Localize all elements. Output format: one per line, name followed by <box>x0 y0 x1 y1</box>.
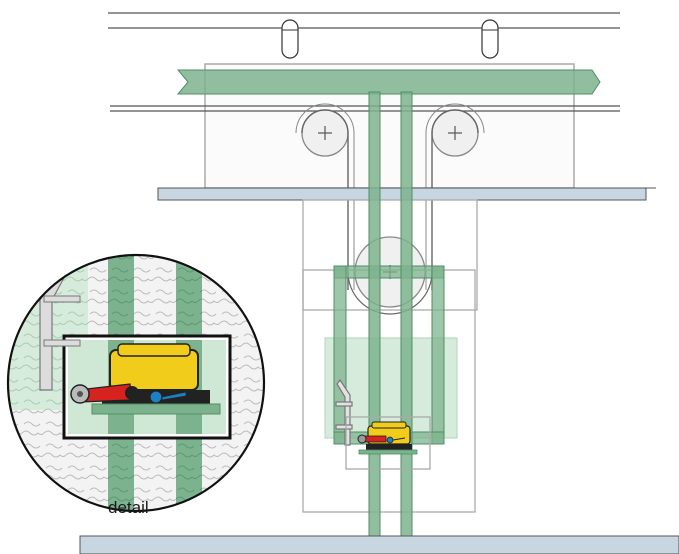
bracket <box>335 378 353 446</box>
detail-magnifier <box>6 253 266 513</box>
safety-switch-small <box>357 421 418 455</box>
housing <box>302 199 478 311</box>
hanger-icon <box>281 19 299 59</box>
hanger-icon <box>481 19 499 59</box>
detail-label: detail <box>108 498 149 517</box>
top-rails <box>108 12 620 29</box>
horizontal-belt <box>176 69 601 95</box>
floor-beam <box>79 535 679 554</box>
